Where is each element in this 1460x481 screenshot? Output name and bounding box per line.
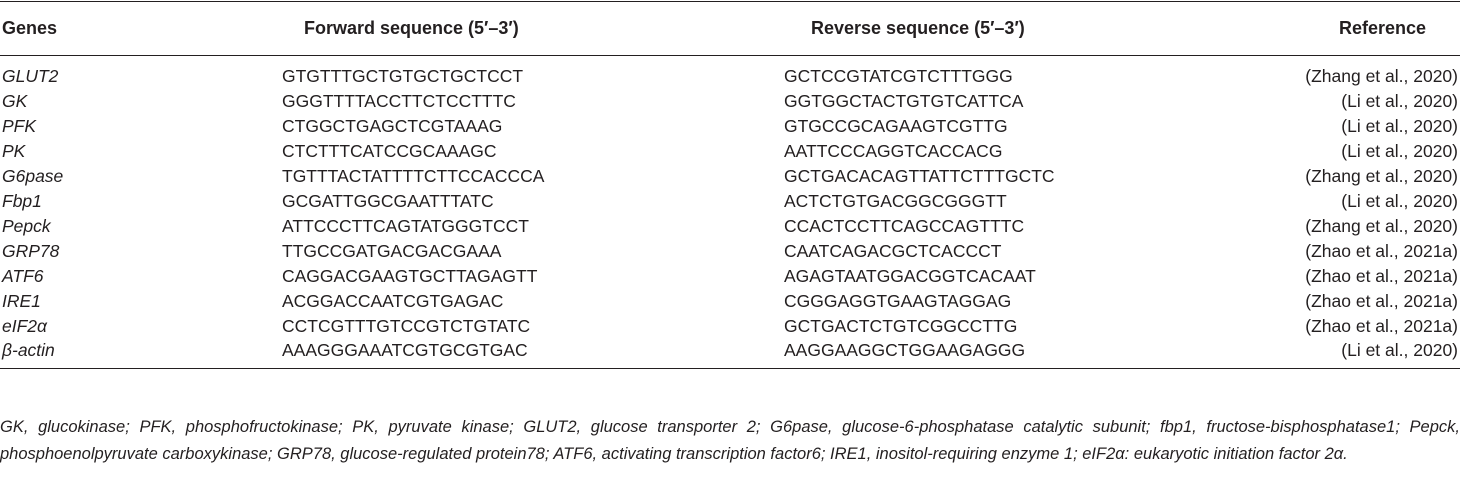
table-row: eIF2α CCTCGTTTGTCCGTCTGTATC GCTGACTCTGTCGG… xyxy=(0,314,1460,339)
gene-name: ATF6 xyxy=(2,265,44,286)
gene-name: β-actin xyxy=(0,338,282,369)
reverse-sequence: CGGGAGGTGAAGTAGGAG xyxy=(784,290,1012,311)
gene-name: GLUT2 xyxy=(2,65,59,86)
reference-link[interactable]: (Zhao et al., 2021a) xyxy=(1305,315,1458,336)
table-row: GLUT2 GTGTTTGCTGTGCTGCTCCT GCTCCGTATCGTCTT… xyxy=(0,56,1460,89)
reference-link[interactable]: (Zhao et al., 2021a) xyxy=(1305,240,1458,261)
header-reverse-sequence: Reverse sequence (5′–3′) xyxy=(784,1,1230,56)
reference-link[interactable]: (Li et al., 2020) xyxy=(1341,90,1458,111)
header-forward-sequence: Forward sequence (5′–3′) xyxy=(282,1,784,56)
reverse-sequence: CAATCAGACGCTCACCCT xyxy=(784,240,1002,261)
reverse-sequence: AATTCCCAGGTCACCACG xyxy=(784,140,1003,161)
reverse-sequence: AGAGTAATGGACGGTCACAAT xyxy=(784,265,1036,286)
table-footnote: GK, glucokinase; PFK, phosphofructokinas… xyxy=(0,418,1460,463)
forward-sequence: TTGCCGATGACGACGAAA xyxy=(282,240,502,261)
gene-name: IRE1 xyxy=(2,290,41,311)
reverse-sequence: GTGCCGCAGAAGTCGTTG xyxy=(784,115,1008,136)
table-row: IRE1 ACGGACCAATCGTGAGAC CGGGAGGTGAAGTAGGAG… xyxy=(0,289,1460,314)
table-row: ATF6 CAGGACGAAGTGCTTAGAGTT AGAGTAATGGACGGT… xyxy=(0,264,1460,289)
reference-link[interactable]: (Li et al., 2020) xyxy=(1341,190,1458,211)
table-row: GRP78 TTGCCGATGACGACGAAA CAATCAGACGCTCACCC… xyxy=(0,239,1460,264)
header-genes: Genes xyxy=(0,1,282,56)
forward-sequence: AAAGGGAAATCGTGCGTGAC xyxy=(282,338,784,369)
reference-link[interactable]: (Zhang et al., 2020) xyxy=(1305,215,1458,236)
gene-name: Pepck xyxy=(2,215,51,236)
forward-sequence: CCTCGTTTGTCCGTCTGTATC xyxy=(282,315,531,336)
reverse-sequence: ACTCTGTGACGGCGGGTT xyxy=(784,190,1007,211)
gene-name: PK xyxy=(2,140,26,161)
gene-name: Fbp1 xyxy=(2,190,42,211)
forward-sequence: CAGGACGAAGTGCTTAGAGTT xyxy=(282,265,538,286)
reference-link[interactable]: (Zhang et al., 2020) xyxy=(1305,65,1458,86)
header-reference: Reference xyxy=(1230,1,1460,56)
table-row: GK GGGTTTTACCTTCTCCTTTC GGTGGCTACTGTGTCATT… xyxy=(0,89,1460,114)
forward-sequence: ATTCCCTTCAGTATGGGTCCT xyxy=(282,215,529,236)
table-row: PFK CTGGCTGAGCTCGTAAAG GTGCCGCAGAAGTCGTTG (… xyxy=(0,114,1460,139)
gene-name: G6pase xyxy=(2,165,64,186)
reference-link[interactable]: (Li et al., 2020) xyxy=(1341,140,1458,161)
reverse-sequence: GCTCCGTATCGTCTTTGGG xyxy=(784,65,1013,86)
header-row: Genes Forward sequence (5′–3′) Reverse s… xyxy=(0,1,1460,56)
reference-link[interactable]: (Zhang et al., 2020) xyxy=(1305,165,1458,186)
gene-name: GRP78 xyxy=(2,240,60,261)
reverse-sequence: GGTGGCTACTGTGTCATTCA xyxy=(784,90,1024,111)
reference-link[interactable]: (Li et al., 2020) xyxy=(1341,115,1458,136)
reference-link[interactable]: (Zhao et al., 2021a) xyxy=(1305,290,1458,311)
reverse-sequence: GCTGACACAGTTATTCTTTGCTC xyxy=(784,165,1055,186)
forward-sequence: GCGATTGGCGAATTTATC xyxy=(282,190,494,211)
forward-sequence: CTCTTTCATCCGCAAAGC xyxy=(282,140,497,161)
gene-name: PFK xyxy=(2,115,37,136)
forward-sequence: CTGGCTGAGCTCGTAAAG xyxy=(282,115,503,136)
reference-link[interactable]: (Zhao et al., 2021a) xyxy=(1305,265,1458,286)
table-body: GLUT2 GTGTTTGCTGTGCTGCTCCT GCTCCGTATCGTCTT… xyxy=(0,56,1460,369)
forward-sequence: GGGTTTTACCTTCTCCTTTC xyxy=(282,90,516,111)
reverse-sequence: AAGGAAGGCTGGAAGAGGG xyxy=(784,338,1230,369)
reverse-sequence: CCACTCCTTCAGCCAGTTTC xyxy=(784,215,1025,236)
forward-sequence: GTGTTTGCTGTGCTGCTCCT xyxy=(282,65,524,86)
gene-name: GK xyxy=(2,90,28,111)
reverse-sequence: GCTGACTCTGTCGGCCTTG xyxy=(784,315,1018,336)
table-row: PK CTCTTTCATCCGCAAAGC AATTCCCAGGTCACCACG (L… xyxy=(0,139,1460,164)
table-row: Pepck ATTCCCTTCAGTATGGGTCCT CCACTCCTTCAGCC… xyxy=(0,214,1460,239)
table-row: Fbp1 GCGATTGGCGAATTTATC ACTCTGTGACGGCGGGTT… xyxy=(0,189,1460,214)
table-row: G6pase TGTTTACTATTTTCTTCCACCCA GCTGACACAGT… xyxy=(0,164,1460,189)
forward-sequence: ACGGACCAATCGTGAGAC xyxy=(282,290,504,311)
primer-table: Genes Forward sequence (5′–3′) Reverse s… xyxy=(0,1,1460,369)
table-header: Genes Forward sequence (5′–3′) Reverse s… xyxy=(0,1,1460,56)
reference-link[interactable]: (Li et al., 2020) xyxy=(1230,338,1460,369)
gene-name: eIF2α xyxy=(2,315,47,336)
forward-sequence: TGTTTACTATTTTCTTCCACCCA xyxy=(282,165,545,186)
